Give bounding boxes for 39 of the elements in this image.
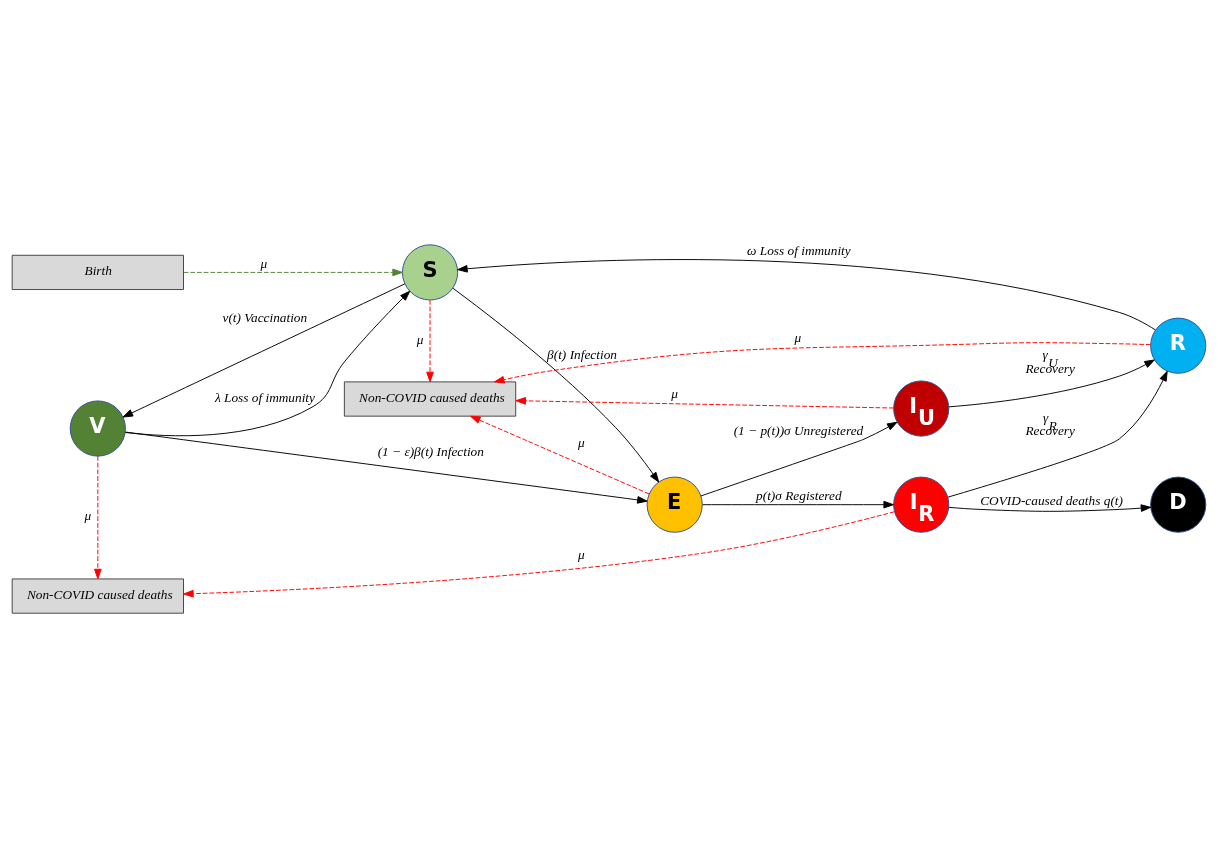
arrow <box>124 290 411 437</box>
node-circle: E <box>646 476 703 533</box>
edge-label: μ <box>260 255 268 271</box>
node-box: Non-COVID caused deaths <box>343 381 517 417</box>
node-circle: D <box>1150 476 1207 533</box>
edge-label: μ <box>416 331 424 347</box>
edge-label: μ <box>671 386 679 402</box>
edge-label: β(t) Infection <box>547 347 617 363</box>
arrow <box>947 370 1168 498</box>
node-box: Non-COVID caused deaths <box>11 578 184 614</box>
arrow <box>452 287 660 483</box>
arrow <box>122 283 406 418</box>
edge-label: p(t)σ Registered <box>756 488 842 504</box>
edge-label: (1 − ε)β(t) Infection <box>377 444 484 460</box>
node-circle: V <box>69 400 126 457</box>
edge-label: μ <box>794 330 802 346</box>
arrow <box>494 342 1151 384</box>
arrow <box>948 504 1152 512</box>
arrow <box>183 511 895 598</box>
edge-label: μ <box>578 547 585 563</box>
arrow <box>426 299 434 383</box>
arrow <box>183 268 403 277</box>
arrow <box>470 415 650 495</box>
edge-label: v(t) Vaccination <box>222 310 308 326</box>
edge-label: (1 − p(t))σ Unregistered <box>733 423 864 439</box>
arrow <box>94 455 102 580</box>
arrow <box>124 431 648 504</box>
arrow <box>702 500 894 509</box>
edge-label: μ <box>578 434 585 450</box>
arrow <box>457 259 1156 331</box>
edge-label: λ Loss of immunity <box>214 390 315 406</box>
edge-label: COVID-caused deaths q(t) <box>980 492 1123 508</box>
arrow <box>700 421 898 497</box>
arrow <box>515 397 894 409</box>
edge-label: ω Loss of immunity <box>747 243 851 259</box>
node-box: Birth <box>11 254 184 291</box>
arrow <box>948 359 1155 408</box>
edge-label: μ <box>84 508 92 524</box>
node-circle: R <box>1150 317 1207 374</box>
